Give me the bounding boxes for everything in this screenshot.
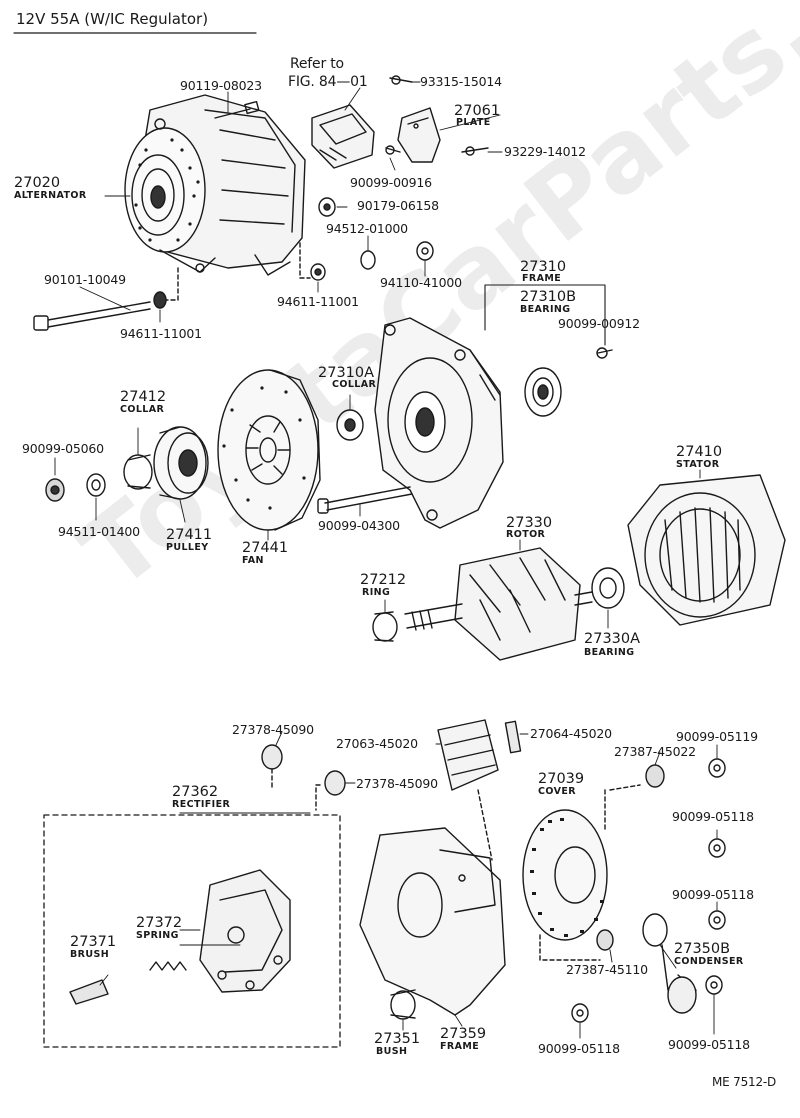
collar-27412 [123, 454, 153, 490]
cover-27039 [522, 809, 608, 941]
part-27372[interactable]: 27372 [136, 915, 183, 931]
part-90099-05118-d[interactable]: 90099-05118 [668, 1037, 750, 1052]
part-27362-name: RECTIFIER [172, 799, 231, 810]
part-94511[interactable]: 94511-01400 [58, 524, 140, 539]
part-90099-05118-c[interactable]: 90099-05118 [538, 1041, 620, 1056]
part-27387-45110[interactable]: 27387-45110 [566, 962, 648, 977]
part-27061-name: PLATE [456, 117, 491, 128]
part-90099-04300[interactable]: 90099-04300 [318, 518, 400, 533]
part-27330-name: ROTOR [506, 529, 546, 540]
rear-frame-27359 [359, 827, 506, 1016]
rotor-27330 [404, 547, 593, 661]
pulley-27411 [153, 426, 209, 500]
washer-94611-left [153, 291, 167, 309]
bearing-27330A [591, 567, 625, 609]
part-90179[interactable]: 90179-06158 [357, 198, 439, 213]
part-94611-left[interactable]: 94611-11001 [120, 326, 202, 341]
part-27061[interactable]: 27061 [454, 103, 501, 119]
part-27310-name: FRAME [522, 273, 562, 284]
part-27350B[interactable]: 27350B [674, 941, 731, 957]
part-27310[interactable]: 27310 [520, 259, 567, 275]
part-90099-05118-b[interactable]: 90099-05118 [672, 887, 754, 902]
part-27351-name: BUSH [376, 1046, 408, 1057]
part-27387-45022[interactable]: 27387-45022 [614, 744, 696, 759]
alternator-assembly [124, 94, 311, 301]
part-27372-name: SPRING [136, 930, 179, 941]
regulator-block [311, 104, 375, 169]
part-94611-right[interactable]: 94611-11001 [277, 294, 359, 309]
part-27441[interactable]: 27441 [242, 540, 289, 556]
part-27212[interactable]: 27212 [360, 572, 407, 588]
rectifier-box [43, 814, 341, 1048]
part-94512[interactable]: 94512-01000 [326, 221, 408, 236]
ring-27212 [372, 612, 398, 642]
bearing-27310B [524, 367, 562, 417]
washer-94611-right [310, 263, 326, 281]
part-93229[interactable]: 93229-14012 [504, 144, 586, 159]
refer-line-2: FIG. 84—01 [288, 74, 368, 90]
part-27310B[interactable]: 27310B [520, 289, 577, 305]
part-90101[interactable]: 90101-10049 [44, 272, 126, 287]
stator-27410 [627, 474, 786, 626]
part-27359-name: FRAME [440, 1041, 480, 1052]
through-bolt [33, 301, 151, 331]
part-27359[interactable]: 27359 [440, 1026, 487, 1042]
part-27410[interactable]: 27410 [676, 444, 723, 460]
part-27330[interactable]: 27330 [506, 515, 553, 531]
condenser-27350B [642, 913, 697, 1014]
part-27020[interactable]: 27020 [14, 175, 61, 191]
part-90099-00912[interactable]: 90099-00912 [558, 316, 640, 331]
part-27412-name: COLLAR [120, 404, 165, 415]
refer-line-1: Refer to [290, 56, 344, 72]
part-27310A-name: COLLAR [332, 379, 377, 390]
part-90099-00916[interactable]: 90099-00916 [350, 175, 432, 190]
part-90099-05119[interactable]: 90099-05119 [676, 729, 758, 744]
part-93315[interactable]: 93315-15014 [420, 74, 502, 89]
part-27410-name: STATOR [676, 459, 720, 470]
part-27020-name: ALTERNATOR [14, 190, 87, 201]
terminal-27063 [437, 719, 499, 791]
part-27378-upper[interactable]: 27378-45090 [232, 722, 314, 737]
part-27371[interactable]: 27371 [70, 934, 117, 950]
part-90099-05118-a[interactable]: 90099-05118 [672, 809, 754, 824]
part-27350B-name: CONDENSER [674, 956, 744, 967]
drive-end-frame [374, 317, 504, 529]
part-27441-name: FAN [242, 555, 264, 566]
part-27412[interactable]: 27412 [120, 389, 167, 405]
part-27330A[interactable]: 27330A [584, 631, 641, 647]
rectifier-27362 [199, 869, 291, 993]
diagram-code: ME 7512-D [712, 1075, 777, 1089]
part-90119[interactable]: 90119-08023 [180, 78, 262, 93]
part-27039-name: COVER [538, 786, 576, 797]
part-27362[interactable]: 27362 [172, 784, 219, 800]
part-27351[interactable]: 27351 [374, 1031, 421, 1047]
part-27064[interactable]: 27064-45020 [530, 726, 612, 741]
part-27330A-name: BEARING [584, 647, 635, 658]
part-27310B-name: BEARING [520, 304, 571, 315]
part-27063[interactable]: 27063-45020 [336, 736, 418, 751]
part-27039[interactable]: 27039 [538, 771, 585, 787]
part-27411-name: PULLEY [166, 542, 209, 553]
part-27310A[interactable]: 27310A [318, 365, 375, 381]
diagram-title: 12V 55A (W/IC Regulator) [16, 10, 209, 28]
brush-27371 [69, 979, 109, 1005]
fan-27441 [217, 369, 321, 531]
part-27411[interactable]: 27411 [166, 527, 213, 543]
spring-27372 [149, 961, 187, 971]
plate-27061 [397, 107, 441, 163]
part-94110[interactable]: 94110-41000 [380, 275, 462, 290]
part-27371-name: BRUSH [70, 949, 110, 960]
part-27212-name: RING [362, 587, 391, 598]
part-90099-05060[interactable]: 90099-05060 [22, 441, 104, 456]
part-27378-lower[interactable]: 27378-45090 [356, 776, 438, 791]
screw-93315 [389, 77, 413, 83]
bush-27351 [390, 990, 416, 1020]
